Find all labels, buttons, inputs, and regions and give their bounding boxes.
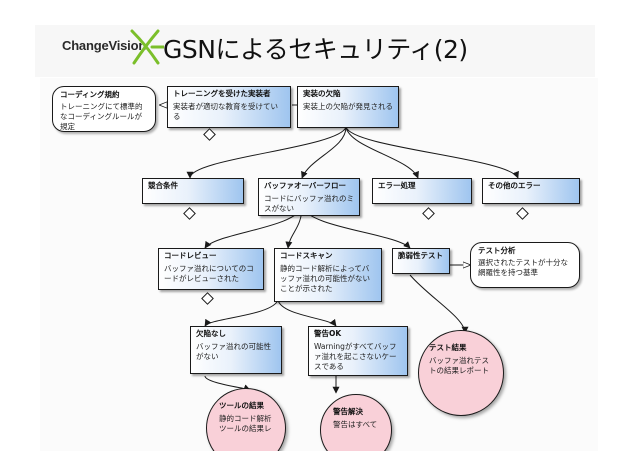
link-defects-to-error [345, 126, 419, 179]
node-desc: 静的コード解析によってバッファ溢れの可能性がないことが示された [280, 264, 370, 293]
node-desc: 実装上の欠陥が発見される [303, 102, 393, 111]
slide-header-band [35, 25, 595, 77]
goal-no-defect: 欠陥なし バッファ溢れの可能性がない [190, 326, 282, 374]
slide-title: GSNによるセキュリティ(2) [163, 35, 468, 64]
logo-text-change: Change [62, 38, 109, 53]
node-desc: バッファ溢れテストの結果レポート [429, 356, 489, 375]
link-defects-to-race [186, 126, 347, 179]
changevision-logo: ChangeVision [62, 38, 146, 53]
goal-race-condition: 競合条件 [142, 178, 244, 204]
node-desc: トレーニングにて標準的なコーディングルールが規定 [60, 102, 143, 131]
goal-implementation-defects: 実装の欠陥 実装上の欠陥が発見される [297, 86, 399, 128]
node-title: 警告OK [314, 329, 342, 338]
node-title: バッファオーバーフロー [264, 181, 346, 190]
node-title: テスト分析 [478, 246, 516, 255]
solution-test-result: テスト結果 バッファ溢れテストの結果レポート [418, 330, 504, 416]
solution-tool-result: ツールの結果 静的コード解析ツールの結果レ [206, 388, 286, 451]
link-scan-to-warnok [277, 299, 337, 327]
node-title: その他のエラー [488, 181, 541, 190]
node-title: コードスキャン [280, 251, 333, 260]
note-coding-rules: コーディング規約 トレーニングにて標準的なコーディングルールが規定 [52, 86, 156, 132]
logo-text-vision: Vision [108, 38, 147, 53]
node-title: 欠陥なし [196, 329, 226, 338]
link-vuln-to-result [409, 274, 469, 334]
solution-warning-resolved: 警告解決 警告はすべて [320, 394, 392, 451]
note-test-analysis: テスト分析 選択されたテストが十分な網羅性を持つ基準 [470, 242, 580, 288]
link-scan-to-nodefect [204, 299, 279, 327]
node-desc: 警告はすべて [333, 420, 378, 429]
node-desc: 実装者が適切な教育を受けている [173, 102, 278, 121]
node-desc: 静的コード解析ツールの結果レ [219, 414, 272, 433]
node-title: コーディング規約 [60, 90, 120, 99]
goal-warning-ok: 警告OK Warningがすべてバッファ溢れを起こさないケースである [308, 326, 408, 376]
goal-error-handling: エラー処理 [372, 178, 472, 204]
node-desc: コードにバッファ溢れのミスがない [264, 194, 354, 213]
node-title: 実装の欠陥 [303, 89, 341, 98]
node-title: エラー処理 [378, 181, 416, 190]
goal-code-scan: コードスキャン 静的コード解析によってバッファ溢れの可能性がないことが示された [274, 248, 382, 302]
node-title: トレーニングを受けた実装者 [173, 89, 271, 98]
gsn-diagram: コーディング規約 トレーニングにて標準的なコーディングルールが規定 トレーニング… [40, 78, 598, 451]
node-desc: Warningがすべてバッファ溢れを起こさないケースである [314, 342, 397, 371]
node-desc: 選択されたテストが十分な網羅性を持つ基準 [478, 258, 568, 277]
node-title: テスト結果 [429, 343, 467, 352]
changevision-x-icon [130, 29, 164, 65]
node-title: コードレビュー [164, 251, 217, 260]
goal-buffer-overflow: バッファオーバーフロー コードにバッファ溢れのミスがない [258, 178, 360, 216]
goal-trained-implementer: トレーニングを受けた実装者 実装者が適切な教育を受けている [167, 86, 291, 128]
node-title: 競合条件 [148, 181, 178, 190]
goal-vulnerability-test: 脆弱性テスト [392, 248, 450, 274]
link-defects-to-bof [301, 126, 347, 179]
goal-other-errors: その他のエラー [482, 178, 580, 204]
node-title: ツールの結果 [219, 401, 264, 410]
link-defects-to-other [345, 126, 519, 179]
node-title: 脆弱性テスト [398, 251, 443, 260]
node-title: 警告解決 [333, 407, 363, 416]
node-desc: バッファ溢れの可能性がない [196, 342, 271, 361]
goal-code-review: コードレビュー バッファ溢れについてのコードがレビューされた [158, 248, 264, 290]
node-desc: バッファ溢れについてのコードがレビューされた [164, 264, 254, 283]
